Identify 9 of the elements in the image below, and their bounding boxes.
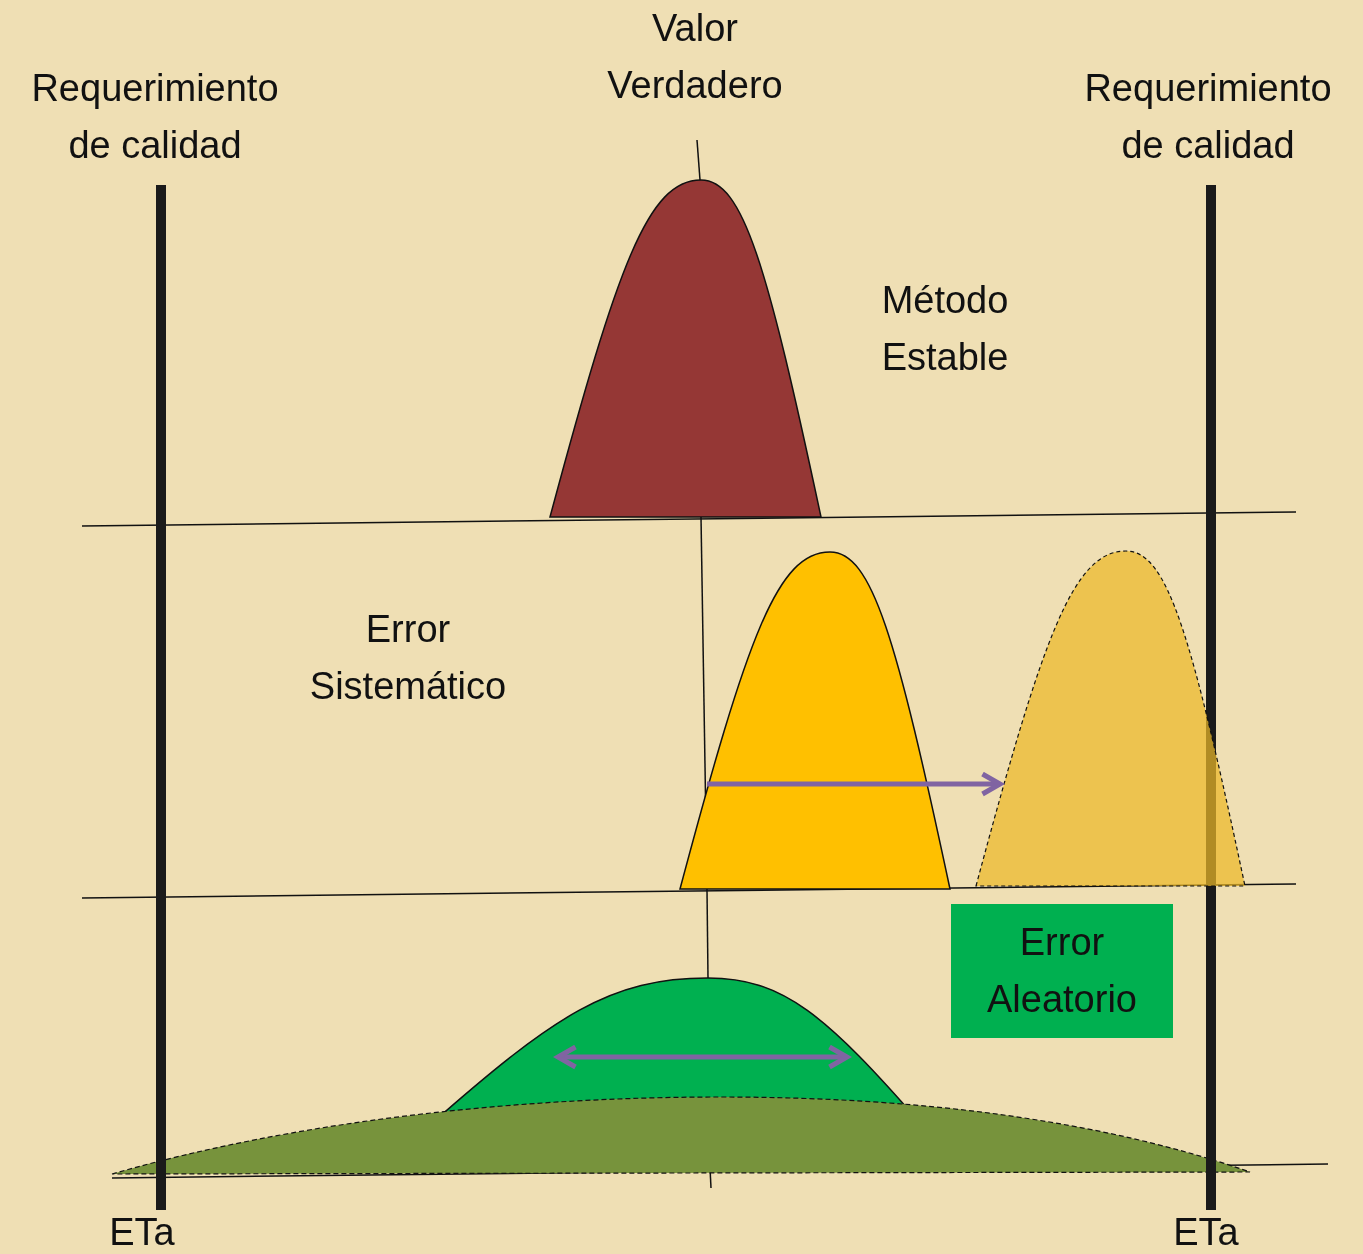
- label-box: [951, 904, 1173, 1038]
- box-label: Error Aleatorio: [986, 920, 1138, 1022]
- label-text: Valor Verdadero: [606, 6, 784, 108]
- label-text: ETa: [108, 1210, 176, 1254]
- label-text: Método Estable: [880, 278, 1010, 380]
- label-text: Requerimiento de calidad: [1083, 66, 1333, 168]
- label-text: Error Sistemático: [308, 607, 508, 709]
- label-text: ETa: [1172, 1210, 1240, 1254]
- label-text: Requerimiento de calidad: [30, 66, 280, 168]
